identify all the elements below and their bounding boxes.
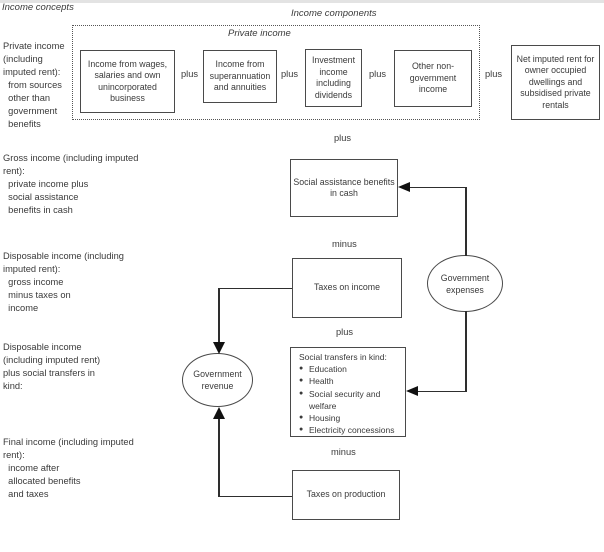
ellipse-government-revenue: Government revenue <box>182 353 253 407</box>
transfer-item: ● Social security and welfare <box>299 388 381 411</box>
flow-box-taxes-on-production: Taxes on production <box>292 470 400 520</box>
connector-incometax-to-revenue-horizontal <box>218 287 292 289</box>
bullet-icon: ● <box>299 426 304 434</box>
connector-expenses-to-transfers-vertical <box>465 311 467 392</box>
connector-expenses-to-assistance-horizontal <box>409 186 466 188</box>
transfer-item: ● Electricity concessions <box>299 425 395 436</box>
connector-incometax-to-revenue-vertical <box>218 288 220 343</box>
social-transfers-title: Social transfers in kind: <box>299 352 387 362</box>
operator-minus-income-tax: minus <box>332 239 357 249</box>
bottom-edge-artifact <box>0 0 604 3</box>
concept-label-private-income: Private income (including imputed rent):… <box>3 41 65 129</box>
operator-plus-4: plus <box>485 69 503 79</box>
component-box-other-income: Other non-government income <box>394 50 472 107</box>
connector-expenses-to-transfers-horizontal <box>416 390 467 392</box>
component-box-investment: Investment income including dividends <box>305 49 362 107</box>
operator-plus-2: plus <box>281 69 299 79</box>
component-box-imputed-rent: Net imputed rent for owner occupied dwel… <box>511 45 600 120</box>
transfer-item: ● Housing <box>299 413 341 424</box>
private-income-group-label: Private income <box>228 28 291 39</box>
concept-label-disposable-income: Disposable income (including imputed ren… <box>3 251 124 313</box>
flow-box-taxes-on-income: Taxes on income <box>292 258 402 318</box>
concept-label-gross-income: Gross income (including imputed rent): p… <box>3 153 139 215</box>
connector-expenses-to-assistance-vertical <box>465 187 467 256</box>
income-concepts-heading: Income concepts <box>2 2 74 13</box>
private-income-group <box>72 25 480 120</box>
arrowhead-left-icon <box>398 182 410 192</box>
flow-box-social-assistance: Social assistance benefits in cash <box>290 159 398 217</box>
connector-productiontax-to-revenue-horizontal <box>218 495 292 497</box>
bullet-icon: ● <box>299 414 304 422</box>
operator-plus-cash-benefits: plus <box>334 133 352 143</box>
flow-box-social-transfers: Social transfers in kind: ● Education ● … <box>290 347 406 437</box>
concept-label-disposable-plus-transfers: Disposable income (including imputed ren… <box>3 342 101 391</box>
operator-minus-production-tax: minus <box>331 447 356 457</box>
arrowhead-down-icon <box>212 342 225 354</box>
concept-label-final-income: Final income (including imputed rent): i… <box>3 437 134 499</box>
operator-plus-3: plus <box>369 69 387 79</box>
bullet-icon: ● <box>299 365 304 373</box>
income-components-heading: Income components <box>291 8 377 19</box>
component-box-wages: Income from wages, salaries and own unin… <box>80 50 175 113</box>
component-box-superannuation: Income from superannuation and annuities <box>203 50 277 103</box>
operator-plus-in-kind: plus <box>336 327 354 337</box>
arrowhead-up-icon <box>212 407 225 419</box>
arrowhead-left-icon <box>406 386 418 396</box>
transfer-item: ● Health <box>299 376 334 387</box>
bullet-icon: ● <box>299 377 304 385</box>
operator-plus-1: plus <box>181 69 199 79</box>
ellipse-government-expenses: Government expenses <box>427 255 503 312</box>
transfer-item: ● Education <box>299 364 347 375</box>
bullet-icon: ● <box>299 389 304 397</box>
connector-productiontax-to-revenue-vertical <box>218 419 220 497</box>
